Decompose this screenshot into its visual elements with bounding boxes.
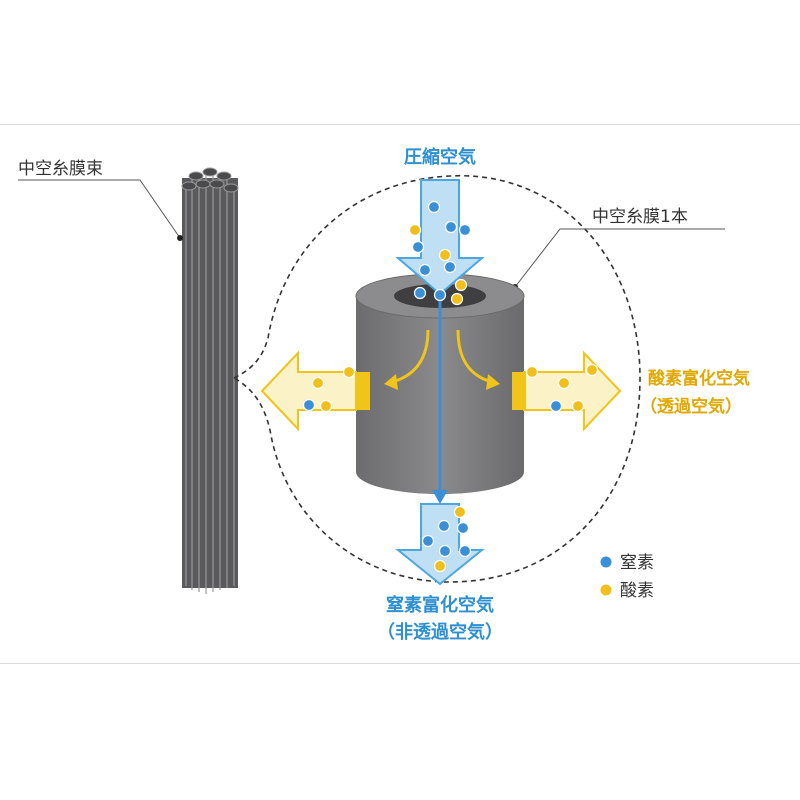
right-oxygen-outlet-arrow	[523, 350, 622, 432]
oxygen-molecule	[450, 292, 464, 306]
left-outlet-port	[356, 372, 370, 410]
legend-nitrogen-label: 窒素	[620, 553, 654, 573]
oxygen-molecule	[454, 278, 468, 292]
oxygen-enriched-sublabel: （透過空気）	[640, 396, 742, 417]
nitrogen-molecule	[418, 263, 432, 277]
single-fiber-leader-line	[514, 228, 725, 288]
right-permeate-curve	[456, 329, 493, 384]
nitrogen-molecule	[427, 200, 441, 214]
nitrogen-molecule	[437, 519, 451, 533]
oxygen-molecule	[433, 559, 447, 573]
left-permeate-curve-head	[384, 374, 398, 390]
oxygen-molecule	[557, 376, 571, 390]
fiber-bundle	[181, 167, 239, 594]
zoom-bubble-outline	[232, 175, 641, 583]
nitrogen-molecule	[458, 223, 472, 237]
bottom-rule	[0, 663, 800, 664]
nitrogen-molecule	[413, 286, 427, 300]
nitrogen-molecule	[458, 544, 472, 558]
oxygen-molecule	[585, 363, 599, 377]
oxygen-molecule	[571, 399, 585, 413]
nitrogen-molecule	[302, 398, 316, 412]
oxygen-molecule	[311, 376, 325, 390]
single-fiber-label: 中空糸膜1本	[592, 207, 688, 227]
nitrogen-molecule	[444, 220, 458, 234]
nitrogen-molecule	[456, 521, 470, 535]
nitrogen-molecule	[411, 240, 425, 254]
oxygen-molecule	[525, 365, 539, 379]
nitrogen-molecule	[438, 544, 452, 558]
nitrogen-enriched-sublabel: （非透過空気）	[377, 621, 503, 643]
oxygen-molecule	[453, 505, 467, 519]
nitrogen-molecule	[421, 534, 435, 548]
legend-oxygen-swatch	[600, 584, 612, 596]
nitrogen-molecule	[443, 260, 457, 274]
legend-nitrogen-swatch	[600, 556, 612, 568]
compressed-air-label: 圧縮空気	[404, 146, 476, 168]
left-permeate-curve	[391, 329, 430, 384]
bundle-leader-dot	[177, 235, 183, 241]
left-oxygen-outlet-arrow	[260, 350, 357, 432]
oxygen-molecule	[342, 365, 356, 379]
nitrogen-enriched-label: 窒素富化空気	[386, 594, 494, 616]
legend: 窒素 酸素	[600, 553, 654, 601]
top-rule	[0, 124, 800, 125]
oxygen-molecule	[408, 223, 422, 237]
center-flow-arrowhead	[432, 490, 448, 504]
bundle-leader-line	[18, 179, 181, 239]
legend-oxygen-label: 酸素	[620, 581, 654, 601]
nitrogen-molecule	[433, 288, 447, 302]
nitrogen-molecule	[549, 399, 563, 413]
bundle-label: 中空糸膜束	[18, 159, 103, 179]
oxygen-molecule	[438, 248, 452, 262]
oxygen-enriched-label: 酸素富化空気	[648, 368, 750, 389]
right-outlet-port	[512, 372, 526, 410]
right-permeate-curve-head	[486, 374, 500, 390]
molecules	[302, 200, 599, 573]
oxygen-molecule	[319, 399, 333, 413]
compressed-air-arrow	[395, 179, 485, 296]
